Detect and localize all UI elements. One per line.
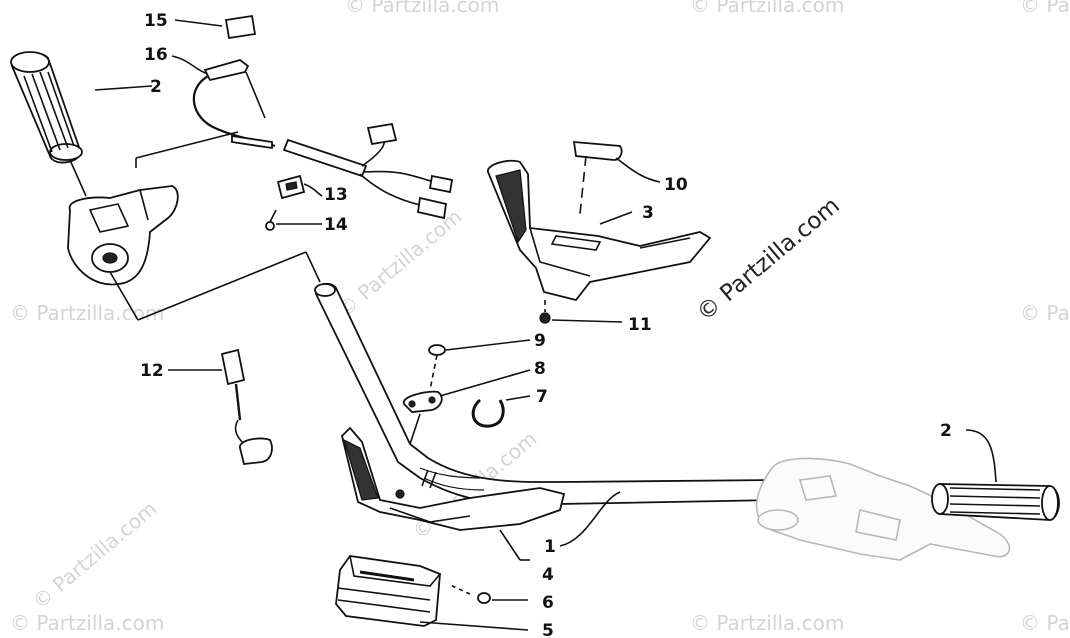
callout-9: 9 <box>534 331 546 351</box>
part-2-grip-right <box>931 429 1060 521</box>
part-3-cover <box>487 159 712 302</box>
part-7-ring <box>471 395 531 428</box>
callout-5: 5 <box>542 621 554 638</box>
part-15-decal <box>174 14 257 40</box>
part-6-screw <box>447 583 528 604</box>
callout-11: 11 <box>628 315 652 335</box>
part-10-pad <box>572 141 661 215</box>
watermark-faint: © Partzilla.com <box>10 301 164 325</box>
callout-7: 7 <box>536 387 548 407</box>
part-13-clip <box>276 174 323 200</box>
callout-15: 15 <box>144 11 168 31</box>
watermark-faint: © Partzilla.com <box>10 611 164 635</box>
callout-1: 1 <box>544 537 556 557</box>
callout-14: 14 <box>324 215 348 235</box>
part-4-pad <box>341 426 566 561</box>
right-control-housing-ghost <box>755 457 1011 561</box>
watermark-faint: © Partzilla.com <box>345 0 499 17</box>
watermark-faint: © Partzilla.com <box>1020 301 1070 325</box>
part-11-nut <box>539 300 623 324</box>
left-control-housing <box>67 131 321 321</box>
part-16-wire <box>171 55 276 148</box>
part-8-plate <box>403 369 531 451</box>
watermark-faint: © Partzilla.com <box>690 0 844 17</box>
part-5-box <box>335 555 529 631</box>
watermark-main: © Partzilla.com <box>692 193 845 327</box>
callout-2-left: 2 <box>150 77 162 97</box>
callout-12: 12 <box>140 361 164 381</box>
part-9-bolt <box>428 339 531 391</box>
callout-3: 3 <box>642 203 654 223</box>
watermark-faint: © Partzilla.com <box>1020 611 1070 635</box>
wire-harness <box>231 122 454 220</box>
part-2-grip-left <box>10 51 153 164</box>
watermark-faint: © Partzilla.com <box>1020 0 1070 17</box>
callout-4: 4 <box>542 565 554 585</box>
part-1-handlebar <box>314 282 779 547</box>
part-14-screw <box>265 209 322 231</box>
callout-10: 10 <box>664 175 688 195</box>
callout-8: 8 <box>534 359 546 379</box>
part-12-switch <box>168 348 273 465</box>
callout-13: 13 <box>324 185 348 205</box>
watermark-faint: © Partzilla.com <box>690 611 844 635</box>
callout-16: 16 <box>144 45 168 65</box>
callout-labels: 15 16 2 13 14 10 3 11 9 8 7 12 2 1 4 6 5 <box>140 11 952 638</box>
watermark-faint: © Partzilla.com <box>333 204 467 322</box>
callout-6: 6 <box>542 593 554 613</box>
callout-2-right: 2 <box>940 421 952 441</box>
watermark-faint: © Partzilla.com <box>28 496 162 614</box>
